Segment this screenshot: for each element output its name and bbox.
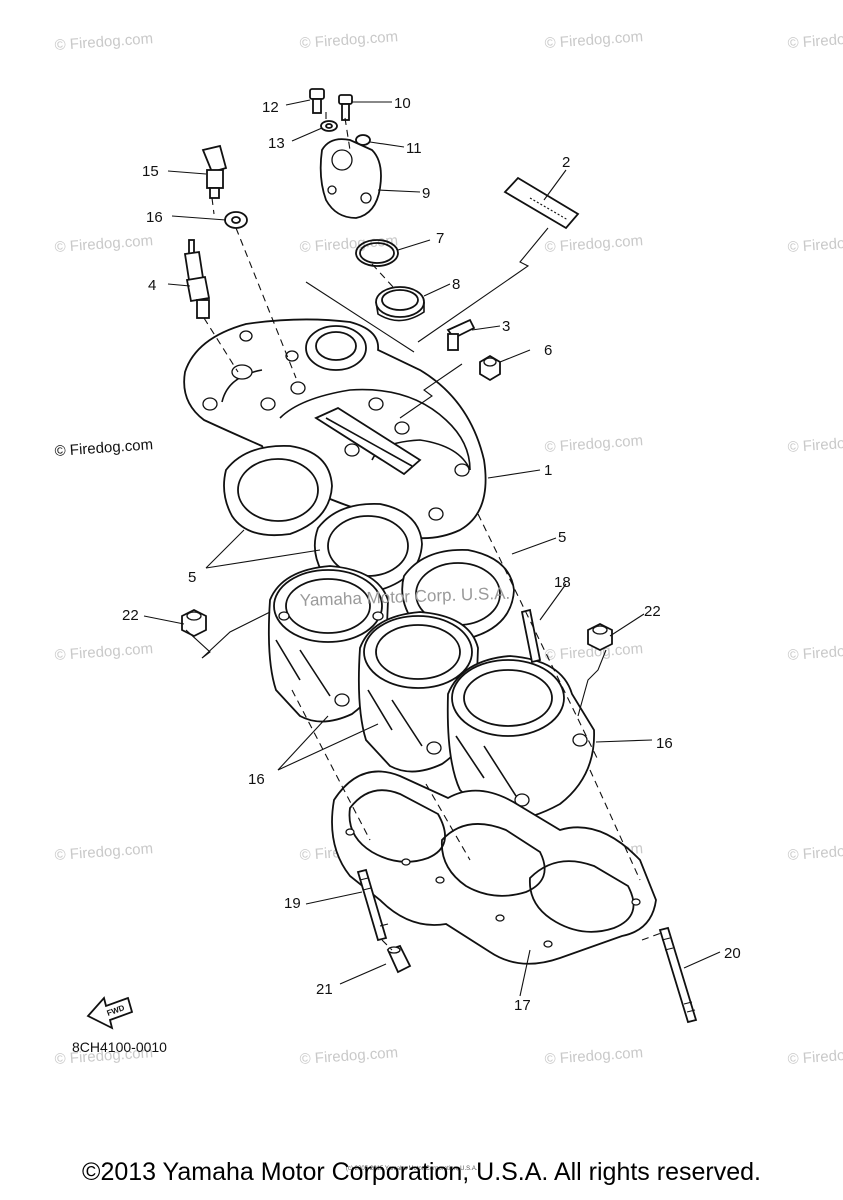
label-2: [503, 176, 580, 230]
nut-22: [587, 622, 613, 652]
washer-13: [320, 120, 338, 132]
part-label: 3: [502, 318, 510, 335]
nut-6: [479, 354, 501, 382]
watermark: © Firedog.com: [544, 432, 644, 456]
washer-15: [224, 211, 248, 229]
part-label: 11: [406, 140, 422, 157]
part-label: 2: [562, 154, 570, 171]
part-label: 8: [452, 276, 460, 293]
part-label: 10: [394, 95, 411, 112]
watermark: © Firedog.com: [299, 1044, 399, 1068]
watermark: © Firedog.com: [54, 30, 154, 54]
part-label: 21: [316, 981, 333, 998]
watermark-layer: © Firedog.com © Firedog.com © Firedog.co…: [54, 28, 843, 1068]
stud-18: [520, 608, 542, 664]
part-label: 22: [644, 603, 661, 620]
watermark: © Firedog.com: [787, 640, 843, 664]
cylinder-16: [446, 655, 595, 821]
watermark: © Firedog.com: [544, 640, 644, 664]
break-lines: [185, 227, 607, 717]
part-label: 1: [544, 462, 552, 479]
base-gasket-17: [331, 770, 657, 965]
part-label: 5: [188, 569, 196, 586]
watermark: © Firedog.com: [299, 28, 399, 52]
watermark: © Firedog.com: [787, 432, 843, 456]
alignment-lines: [203, 112, 665, 951]
copyright-notice: ©2013 Yamaha Motor Corporation, U.S.A. A…: [82, 1158, 761, 1186]
stud-20: [658, 926, 698, 1024]
watermark: © Firedog.com: [787, 840, 843, 864]
nut-21: [386, 944, 412, 974]
watermark: © Firedog.com: [544, 28, 644, 52]
watermark: © Firedog.com: [54, 640, 154, 664]
part-label: 6: [544, 342, 552, 359]
part-label: 18: [554, 574, 571, 591]
part-label: 4: [148, 277, 156, 294]
fwd-arrow: FWD: [86, 996, 134, 1030]
watermark: © Firedog.com: [544, 232, 644, 256]
part-label: 20: [724, 945, 741, 962]
stud-19: [356, 868, 389, 942]
part-label: 16: [656, 735, 673, 752]
diagram-code: 8CH4100-0010: [72, 1039, 167, 1055]
spark-plug-4: [183, 239, 211, 319]
seal-8: [375, 286, 425, 322]
watermark: © Firedog.com: [787, 1044, 843, 1068]
part-number-labels: 12 10 13 11 9 15 16 4 2 7 8 3 6 1 5 5 18…: [122, 95, 741, 1014]
part-label: 15: [142, 163, 159, 180]
nut-22: [181, 608, 207, 638]
part-label: 13: [268, 135, 285, 152]
watermark: © Firedog.com: [54, 840, 154, 864]
leader-lines: [143, 99, 721, 997]
small-print: (c) 2005-2015 Yamaha Motor Corporation, …: [346, 1166, 478, 1172]
cover-9: [319, 138, 382, 219]
part-label: 19: [284, 895, 301, 912]
part-label: 5: [558, 529, 566, 546]
part-label: 22: [122, 607, 139, 624]
head-gasket-5: [223, 445, 515, 641]
bolt-12: [309, 88, 325, 114]
part-label: 17: [514, 997, 531, 1014]
part-label: 7: [436, 230, 444, 247]
watermark: © Firedog.com: [787, 232, 843, 256]
watermark: © Firedog.com: [54, 232, 154, 256]
part-label: 9: [422, 185, 430, 202]
watermark: © Firedog.com: [544, 1044, 644, 1068]
watermark: © Firedog.com: [299, 232, 399, 256]
sensor-14: [201, 144, 228, 199]
o-ring-7: [355, 239, 399, 267]
bolt-10: [338, 94, 353, 121]
watermark: © Firedog.com: [54, 1044, 154, 1068]
fitting-3: [446, 318, 476, 351]
part-label: 16: [248, 771, 265, 788]
watermark: © Firedog.com: [787, 28, 843, 52]
part-label: 12: [262, 99, 279, 116]
watermark-dark: © Firedog.com: [54, 436, 154, 460]
part-label: 16: [146, 209, 163, 226]
